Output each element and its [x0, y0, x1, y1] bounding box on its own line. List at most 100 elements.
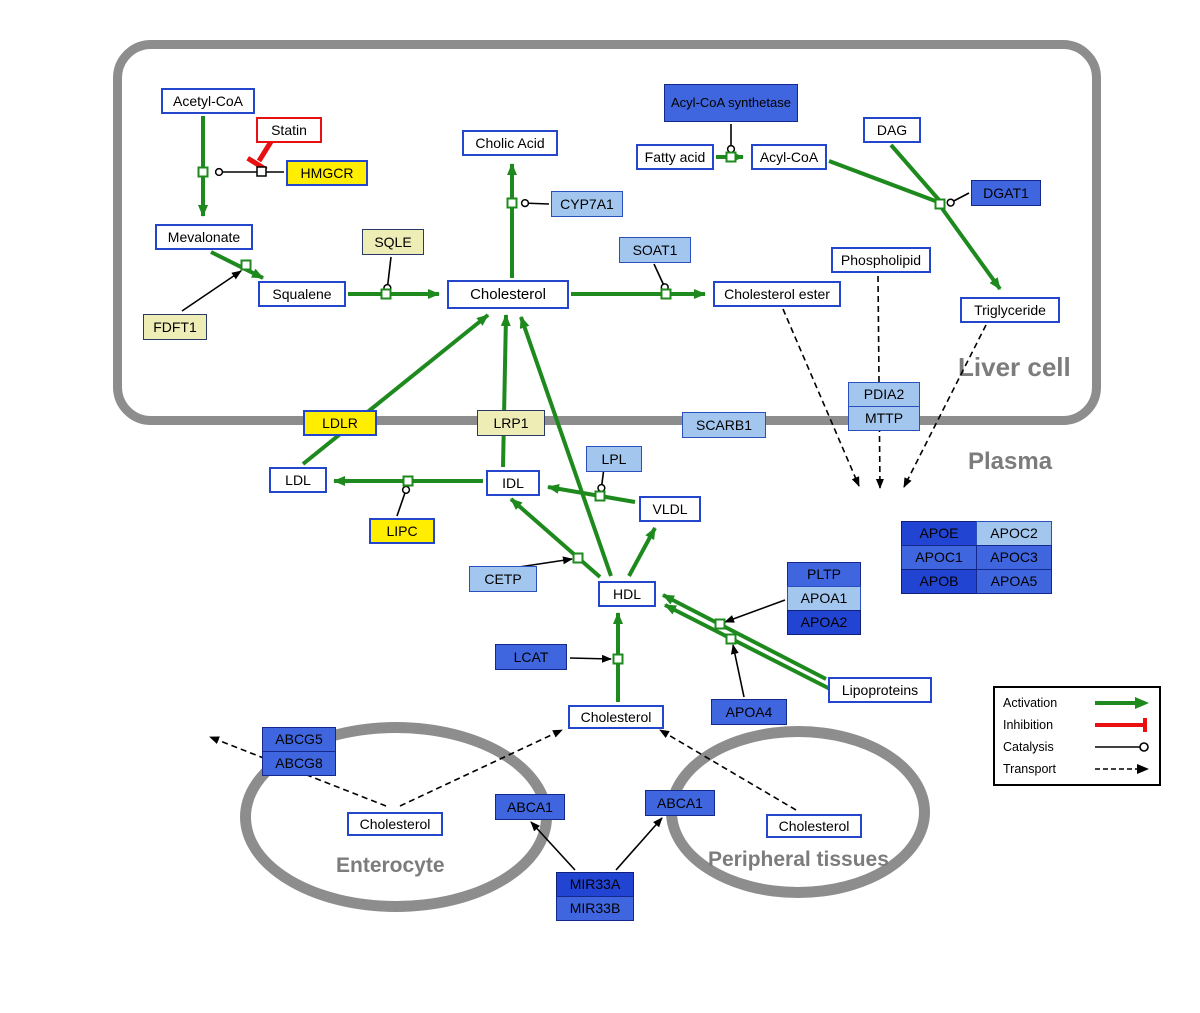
reaction-node [714, 618, 726, 630]
node-lrp1[interactable]: LRP1 [477, 410, 545, 436]
node-ldlr[interactable]: LDLR [303, 410, 377, 436]
node-statin[interactable]: Statin [256, 117, 322, 143]
node-ldl[interactable]: LDL [269, 467, 327, 493]
edge-hdl-idl-via-cetp [509, 497, 602, 579]
liver-cell-label: Liver cell [958, 352, 1071, 382]
edge-hdl-vldl [627, 527, 657, 577]
node-mir33a[interactable]: MIR33A [556, 872, 634, 897]
node-hdl[interactable]: HDL [598, 581, 656, 607]
node-mevalonate[interactable]: Mevalonate [155, 224, 253, 250]
transport-cholesterolester [782, 308, 860, 487]
node-lcat[interactable]: LCAT [495, 644, 567, 670]
edge-lipoproteins-hdl-lower [664, 603, 837, 694]
activation-arrow-icon [1095, 697, 1149, 709]
node-fatty-acid[interactable]: Fatty acid [636, 144, 714, 170]
node-cholesterol-liver[interactable]: Cholesterol [447, 280, 569, 309]
node-cholic-acid[interactable]: Cholic Acid [462, 130, 558, 156]
node-apoc2[interactable]: APOC2 [976, 521, 1052, 546]
node-triglyceride[interactable]: Triglyceride [960, 297, 1060, 323]
node-acyl-coa[interactable]: Acyl-CoA [751, 144, 827, 170]
node-vldl[interactable]: VLDL [639, 496, 701, 522]
legend-transport-label: Transport [1003, 762, 1057, 776]
catalysis-anchor [256, 166, 267, 177]
node-lipoproteins[interactable]: Lipoproteins [828, 677, 932, 703]
reaction-node [725, 151, 737, 163]
node-abcg8[interactable]: ABCG8 [262, 751, 336, 776]
peripheral-tissues-label: Peripheral tissues [708, 848, 889, 871]
node-dag[interactable]: DAG [863, 117, 921, 143]
node-mttp[interactable]: MTTP [848, 406, 920, 431]
connector-soat1 [653, 263, 669, 292]
node-phospholipid[interactable]: Phospholipid [831, 247, 931, 273]
node-apob[interactable]: APOB [901, 569, 977, 594]
node-cholesterol-peripheral[interactable]: Cholesterol [766, 814, 862, 838]
node-apoa4[interactable]: APOA4 [711, 699, 787, 725]
legend-activation-label: Activation [1003, 696, 1058, 710]
node-abcg5[interactable]: ABCG5 [262, 727, 336, 752]
connector-cetp [518, 556, 573, 568]
node-cholesterol-enterocyte[interactable]: Cholesterol [347, 812, 443, 836]
reaction-node [197, 166, 209, 178]
node-apoc3[interactable]: APOC3 [976, 545, 1052, 570]
node-mir33b[interactable]: MIR33B [556, 896, 634, 921]
node-squalene[interactable]: Squalene [258, 281, 346, 307]
node-dgat1[interactable]: DGAT1 [971, 180, 1041, 206]
connector-sqle [383, 256, 392, 293]
reaction-node [660, 288, 672, 300]
connector-lcat [569, 654, 612, 663]
node-apoe[interactable]: APOE [901, 521, 977, 546]
node-cyp7a1[interactable]: CYP7A1 [551, 191, 623, 217]
node-sqle[interactable]: SQLE [362, 229, 424, 255]
node-idl[interactable]: IDL [486, 470, 540, 496]
legend-inhibition-label: Inhibition [1003, 718, 1054, 732]
reaction-node [402, 475, 414, 487]
enterocyte-label: Enterocyte [336, 854, 445, 877]
legend-row-transport: Transport [1003, 759, 1151, 779]
reaction-node [934, 198, 946, 210]
reaction-node [572, 552, 584, 564]
node-fdft1[interactable]: FDFT1 [143, 314, 207, 340]
legend-catalysis-label: Catalysis [1003, 740, 1054, 754]
reaction-node [380, 288, 392, 300]
reaction-node [594, 490, 606, 502]
plasma-label: Plasma [968, 448, 1053, 475]
transport-dashed-arrow-icon [1095, 764, 1149, 774]
edge-idl-cholesterol-via-lrp1 [500, 314, 511, 468]
connector-cyp7a1 [520, 198, 550, 208]
node-abca1-right[interactable]: ABCA1 [645, 790, 715, 816]
node-acetyl-coa[interactable]: Acetyl-CoA [161, 88, 255, 114]
node-cholesterol-ester[interactable]: Cholesterol ester [713, 281, 841, 307]
edge-lipoproteins-hdl-upper [662, 593, 827, 681]
node-apoa5[interactable]: APOA5 [976, 569, 1052, 594]
reaction-node [240, 259, 252, 271]
edge-vldl-idl [547, 483, 636, 504]
node-hmgcr[interactable]: HMGCR [286, 160, 368, 186]
node-pdia2[interactable]: PDIA2 [848, 382, 920, 407]
node-pltp[interactable]: PLTP [787, 562, 861, 587]
transport-triglyceride [903, 324, 987, 488]
connector-apoa4 [730, 644, 745, 698]
node-cholesterol-plasma[interactable]: Cholesterol [568, 705, 664, 729]
node-abca1-left[interactable]: ABCA1 [495, 794, 565, 820]
connector-mir33-abca1-left [530, 821, 576, 871]
node-apoc1[interactable]: APOC1 [901, 545, 977, 570]
node-lpl[interactable]: LPL [586, 446, 642, 472]
connector-lipc [396, 485, 411, 517]
node-scarb1[interactable]: SCARB1 [682, 412, 766, 438]
edge-dgat-node-triglyceride [939, 205, 1002, 291]
reaction-node [725, 633, 737, 645]
edge-mevalonate-squalene [210, 250, 264, 280]
node-acyl-coa-synthetase[interactable]: Acyl-CoA synthetase [664, 84, 798, 122]
connector-mir33-abca1-right [615, 817, 663, 871]
node-soat1[interactable]: SOAT1 [619, 237, 691, 263]
transport-phospholipid [875, 275, 884, 489]
node-apoa1[interactable]: APOA1 [787, 586, 861, 611]
reaction-node [506, 197, 518, 209]
legend-row-inhibition: Inhibition [1003, 715, 1151, 735]
node-lipc[interactable]: LIPC [369, 518, 435, 544]
legend: Activation Inhibition Catalysis Transpor… [993, 686, 1161, 786]
node-cetp[interactable]: CETP [469, 566, 537, 592]
node-apoa2[interactable]: APOA2 [787, 610, 861, 635]
